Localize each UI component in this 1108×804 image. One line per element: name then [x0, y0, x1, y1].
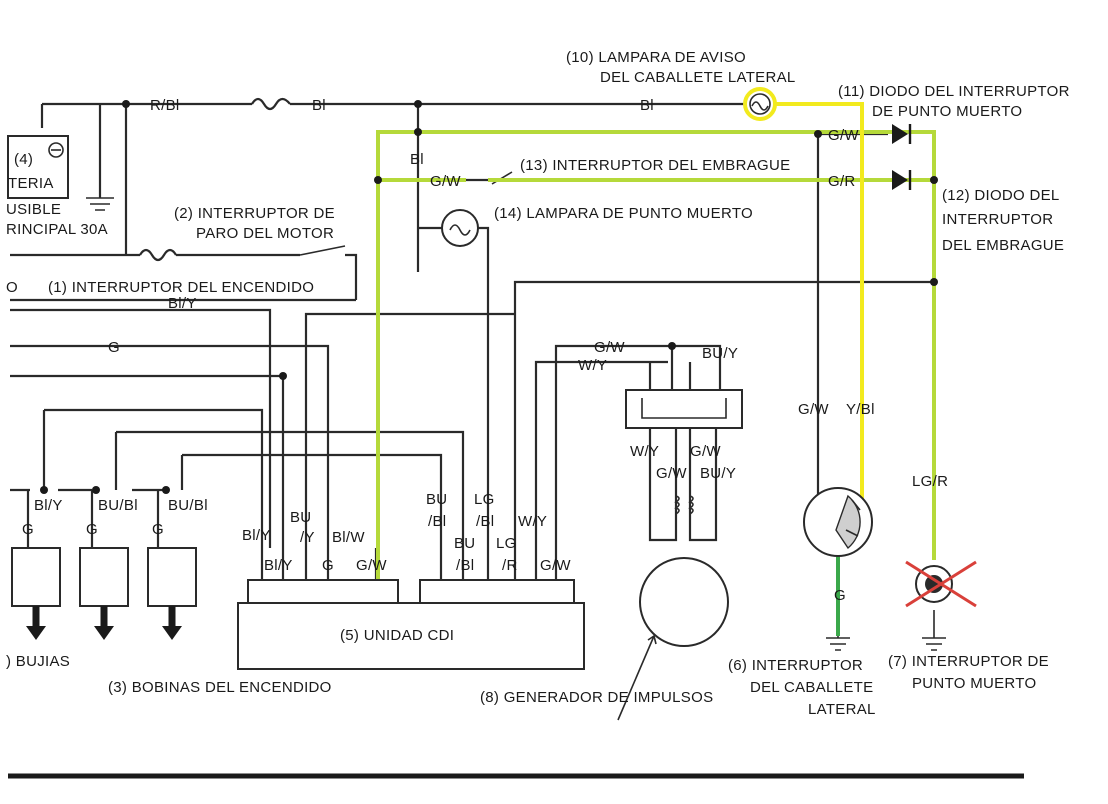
wire-side-g: G: [834, 587, 846, 604]
components: [7, 87, 977, 670]
label-c1-left: O: [6, 279, 18, 296]
pulse-coil-icon: [674, 495, 694, 515]
wire-buy-pulse: BU/Y: [702, 345, 738, 362]
wire-cdi-bu3-a: BU: [454, 535, 475, 552]
wire-gw-pulse: G/W: [594, 339, 625, 356]
wire-cdi-wy: W/Y: [518, 513, 547, 530]
side-stand-switch-icon: [803, 487, 873, 557]
wire-neutral-lgr: LG/R: [912, 473, 948, 490]
wire-g1: G: [22, 521, 34, 538]
label-c4-line2: TERIA: [8, 175, 54, 192]
wire-labels: R/Bl Bl Bl Bl G/W G/W G/R Bl/Y G G/W W/Y…: [22, 97, 948, 604]
label-c4-line3: USIBLE: [6, 201, 61, 218]
label-c1: (1) INTERRUPTOR DEL ENCENDIDO: [48, 279, 314, 296]
label-c10-line1: (10) LAMPARA DE AVISO: [566, 49, 746, 66]
pulse-generator-icon: [639, 557, 729, 647]
spark-plug-icon: [26, 606, 182, 640]
wire-g2: G: [86, 521, 98, 538]
wire-cdi-bu-b: /Y: [300, 529, 315, 546]
label-c12-line3: DEL EMBRAGUE: [942, 237, 1064, 254]
label-c6-line1: (6) INTERRUPTOR: [728, 657, 863, 674]
wire-side-ybl: Y/Bl: [846, 401, 875, 418]
label-c2-line1: (2) INTERRUPTOR DE: [174, 205, 335, 222]
wire-cdi-lg-b: /Bl: [476, 513, 494, 530]
label-c11-line2: DE PUNTO MUERTO: [872, 103, 1022, 120]
pulse-connector-box: [625, 389, 743, 429]
ignition-coil-2: [79, 547, 129, 607]
component-labels: (10) LAMPARA DE AVISO DEL CABALLETE LATE…: [6, 49, 1070, 718]
label-c12-line1: (12) DIODO DEL: [942, 187, 1060, 204]
wire-conn-gw: G/W: [690, 443, 721, 460]
label-c12-line2: INTERRUPTOR: [942, 211, 1053, 228]
fuse-top-icon: [251, 97, 291, 111]
label-c2-line2: PARO DEL MOTOR: [196, 225, 334, 242]
neutral-diode-icon: [892, 124, 912, 144]
wire-conn-buy: BU/Y: [700, 465, 736, 482]
wiring-lines: [8, 102, 1024, 779]
wire-coil-bubl2: BU/Bl: [168, 497, 208, 514]
ignition-coil-1: [11, 547, 61, 607]
wire-cdi-bu2-a: BU: [426, 491, 447, 508]
wire-g3: G: [152, 521, 164, 538]
wire-cdi-lg2-a: LG: [496, 535, 517, 552]
wire-conn-wy: W/Y: [630, 443, 659, 460]
label-c9: ) BUJIAS: [6, 653, 70, 670]
cdi-unit-box: [237, 602, 585, 670]
label-c5: (5) UNIDAD CDI: [340, 627, 454, 644]
label-c11-line1: (11) DIODO DEL INTERRUPTOR: [838, 83, 1070, 100]
fuse-main-icon: [139, 248, 177, 262]
red-cross-icon: [905, 560, 977, 608]
wire-bl-top: Bl: [312, 97, 326, 114]
label-c6-line2: DEL CABALLETE: [750, 679, 873, 696]
label-c10-line2: DEL CABALLETE LATERAL: [600, 69, 796, 86]
label-c6-line3: LATERAL: [808, 701, 876, 718]
label-c14: (14) LAMPARA DE PUNTO MUERTO: [494, 205, 753, 222]
wire-conn-gw2: G/W: [656, 465, 687, 482]
wire-cdi-bu2-b: /Bl: [428, 513, 446, 530]
wire-cdi-gw-a: G/W: [356, 557, 387, 574]
wire-cdi-bu3-b: /Bl: [456, 557, 474, 574]
neutral-lamp-icon: [441, 209, 479, 247]
wire-cdi-bly-b: Bl/Y: [264, 557, 293, 574]
label-c3: (3) BOBINAS DEL ENCENDIDO: [108, 679, 332, 696]
wire-gw-clutch: G/W: [430, 173, 461, 190]
wire-coil-bly: Bl/Y: [34, 497, 63, 514]
highlight-circuit: [376, 102, 936, 636]
wire-bl-drop: Bl: [410, 151, 424, 168]
wire-cdi-bly-a: Bl/Y: [242, 527, 271, 544]
wire-gr-diode: G/R: [828, 173, 856, 190]
wire-cdi-g: G: [322, 557, 334, 574]
cdi-connector-right: [419, 579, 575, 604]
wire-cdi-blw: Bl/W: [332, 529, 365, 546]
label-c4-line4: RINCIPAL 30A: [6, 221, 108, 238]
clutch-diode-icon: [892, 170, 912, 190]
wire-gw-diode: G/W: [828, 127, 859, 144]
wire-coil-bubl: BU/Bl: [98, 497, 138, 514]
label-c4-line1: (4): [14, 151, 33, 168]
wire-cdi-bu-a: BU: [290, 509, 311, 526]
label-c8: (8) GENERADOR DE IMPULSOS: [480, 689, 713, 706]
wire-bl-y: Bl/Y: [168, 295, 197, 312]
label-c7-line1: (7) INTERRUPTOR DE: [888, 653, 1049, 670]
wire-cdi-lg-a: LG: [474, 491, 495, 508]
wire-cdi-gw-b: G/W: [540, 557, 571, 574]
wire-wy-pulse: W/Y: [578, 357, 607, 374]
cdi-connector-left: [247, 579, 399, 604]
wire-g: G: [108, 339, 120, 356]
wire-bl-mid: Bl: [640, 97, 654, 114]
label-c7-line2: PUNTO MUERTO: [912, 675, 1036, 692]
label-c13: (13) INTERRUPTOR DEL EMBRAGUE: [520, 157, 790, 174]
ignition-coil-3: [147, 547, 197, 607]
wire-cdi-lg2-b: /R: [502, 557, 518, 574]
wire-side-gw: G/W: [798, 401, 829, 418]
wire-r-bl: R/Bl: [150, 97, 180, 114]
